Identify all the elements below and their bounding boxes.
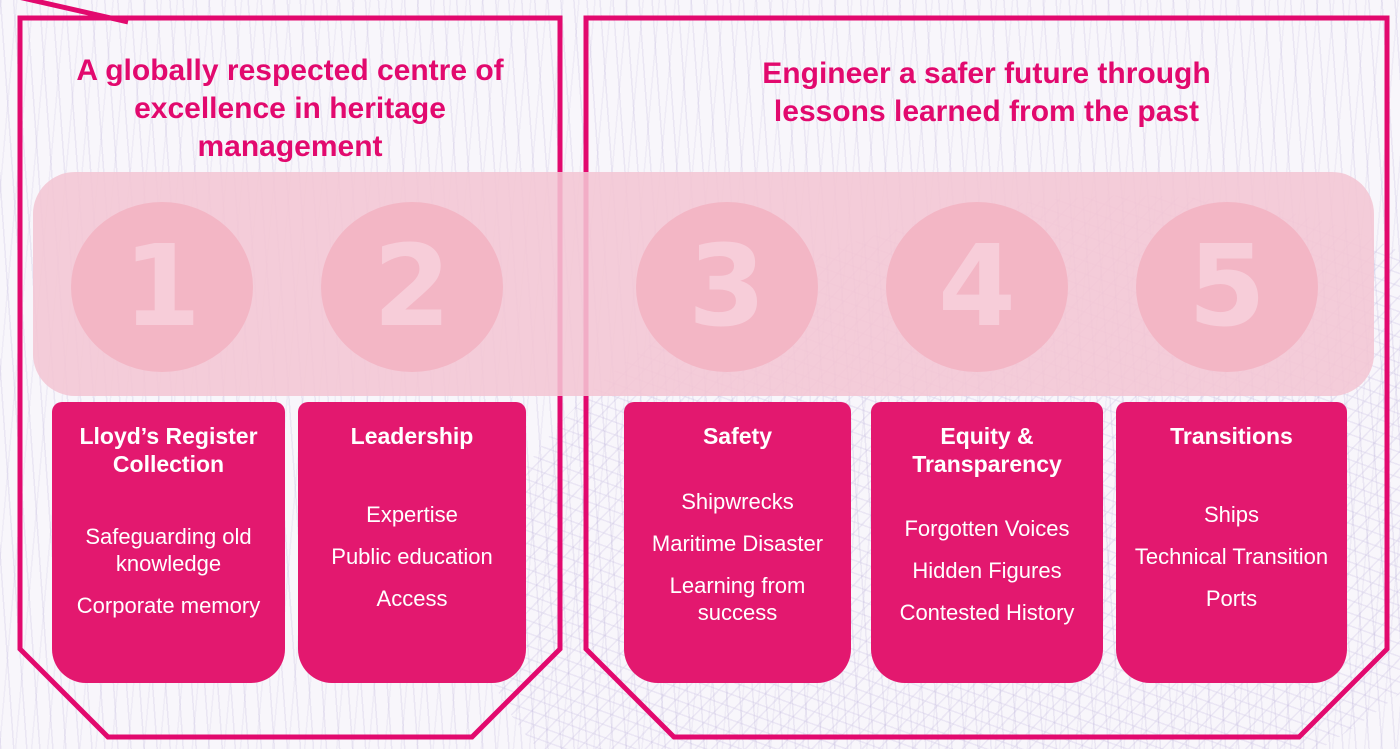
card-item: Shipwrecks xyxy=(681,488,794,514)
card-title: Equity & Transparency xyxy=(912,423,1062,477)
step-number-1: 1 xyxy=(123,222,201,352)
step-number-3: 3 xyxy=(688,222,766,352)
card-title: Lloyd’s Register Collection xyxy=(79,423,258,477)
card-items: Safeguarding old knowledge Corporate mem… xyxy=(70,478,267,663)
step-number-2: 2 xyxy=(373,222,451,352)
steps-band: 1 2 3 4 5 xyxy=(33,172,1374,396)
step-circle-1: 1 xyxy=(71,202,253,372)
card-item: Ships xyxy=(1203,502,1260,527)
right-panel-outline xyxy=(583,15,1390,740)
step-number-5: 5 xyxy=(1188,222,1266,352)
right-panel-heading: Engineer a safer future through lessons … xyxy=(586,55,1387,131)
card-item: Access xyxy=(376,586,448,611)
card-item: Safeguarding old knowledge xyxy=(85,523,252,576)
card-item: Corporate memory xyxy=(76,592,261,618)
card-safety: Safety Shipwrecks Maritime Disaster Lear… xyxy=(624,402,851,683)
step-circle-3: 3 xyxy=(636,202,818,372)
card-lloyds-register-collection: Lloyd’s Register Collection Safeguarding… xyxy=(52,402,285,683)
card-item: Expertise xyxy=(366,502,458,527)
step-circle-4: 4 xyxy=(886,202,1068,372)
card-title: Transitions xyxy=(1170,423,1293,449)
card-item: Contested History xyxy=(899,600,1075,625)
card-leadership: Leadership Expertise Public education Ac… xyxy=(298,402,526,683)
card-item: Ports xyxy=(1205,586,1258,611)
card-item: Hidden Figures xyxy=(912,558,1062,583)
card-items: Shipwrecks Maritime Disaster Learning fr… xyxy=(642,450,833,663)
card-item: Technical Transition xyxy=(1134,544,1329,569)
left-panel-outline xyxy=(17,15,563,740)
card-item: Forgotten Voices xyxy=(904,516,1070,541)
right-panel-heading-text: Engineer a safer future through lessons … xyxy=(762,57,1211,128)
card-title: Leadership xyxy=(350,423,474,449)
card-items: Expertise Public education Access xyxy=(316,450,508,663)
card-items: Forgotten Voices Hidden Figures Conteste… xyxy=(889,478,1085,663)
left-panel-heading-text: A globally respected centre of excellenc… xyxy=(76,54,504,163)
card-equity-transparency: Equity & Transparency Forgotten Voices H… xyxy=(871,402,1103,683)
card-transitions: Transitions Ships Technical Transition P… xyxy=(1116,402,1347,683)
card-item: Public education xyxy=(331,544,493,569)
step-circle-2: 2 xyxy=(321,202,503,372)
card-item: Maritime Disaster xyxy=(651,530,824,556)
card-title: Safety xyxy=(702,423,773,449)
step-number-4: 4 xyxy=(938,222,1016,352)
card-item: Learning from success xyxy=(669,572,806,625)
card-items: Ships Technical Transition Ports xyxy=(1134,450,1329,663)
step-circle-5: 5 xyxy=(1136,202,1318,372)
left-panel-heading: A globally respected centre of excellenc… xyxy=(18,52,562,166)
